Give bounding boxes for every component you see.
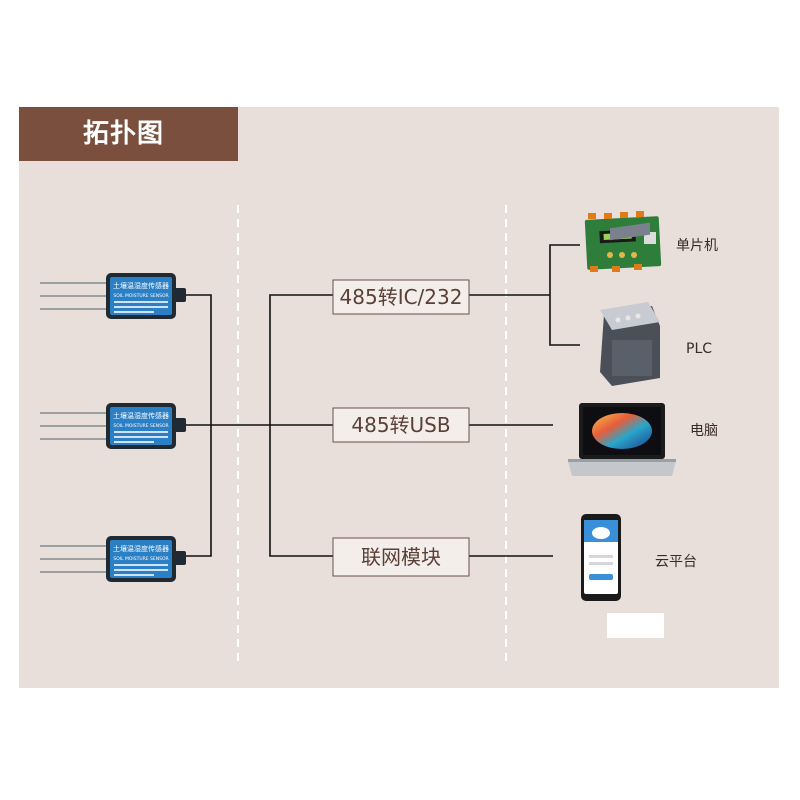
svg-text:联网模块: 联网模块 — [361, 545, 441, 569]
soil-sensor-3: 土壤温湿度传感器 SOIL MOISTURE SENSOR — [40, 536, 186, 582]
smartphone-icon — [581, 514, 621, 601]
svg-text:485转IC/232: 485转IC/232 — [340, 285, 463, 309]
laptop-icon — [568, 403, 676, 476]
sensor-sublabel: SOIL MOISTURE SENSOR — [113, 423, 168, 429]
device-label-mcu: 单片机 — [676, 238, 718, 254]
sensor-sublabel: SOIL MOISTURE SENSOR — [113, 293, 168, 299]
converter-box-ic232: 485转IC/232 — [332, 279, 470, 315]
sensor-label: 土壤温湿度传感器 — [113, 411, 169, 420]
mcu-board-icon — [584, 211, 662, 272]
soil-sensor-1: 土壤温湿度传感器 SOIL MOISTURE SENSOR — [40, 273, 186, 319]
sensor-label: 土壤温湿度传感器 — [113, 544, 169, 553]
diagram-panel — [19, 107, 779, 688]
device-label-cloud: 云平台 — [655, 554, 697, 570]
page-title: 拓扑图 — [19, 107, 238, 161]
converter-box-usb: 485转USB — [332, 407, 470, 443]
device-label-plc: PLC — [686, 341, 712, 357]
converter-box-network: 联网模块 — [332, 537, 470, 577]
wiring — [186, 244, 580, 557]
svg-text:485转USB: 485转USB — [351, 413, 450, 437]
device-label-pc: 电脑 — [690, 423, 718, 439]
plc-cabinet-icon — [600, 222, 660, 386]
sensor-sublabel: SOIL MOISTURE SENSOR — [113, 556, 168, 562]
blank-patch — [607, 613, 664, 638]
sensor-label: 土壤温湿度传感器 — [113, 281, 169, 290]
soil-sensor-2: 土壤温湿度传感器 SOIL MOISTURE SENSOR — [40, 403, 186, 449]
